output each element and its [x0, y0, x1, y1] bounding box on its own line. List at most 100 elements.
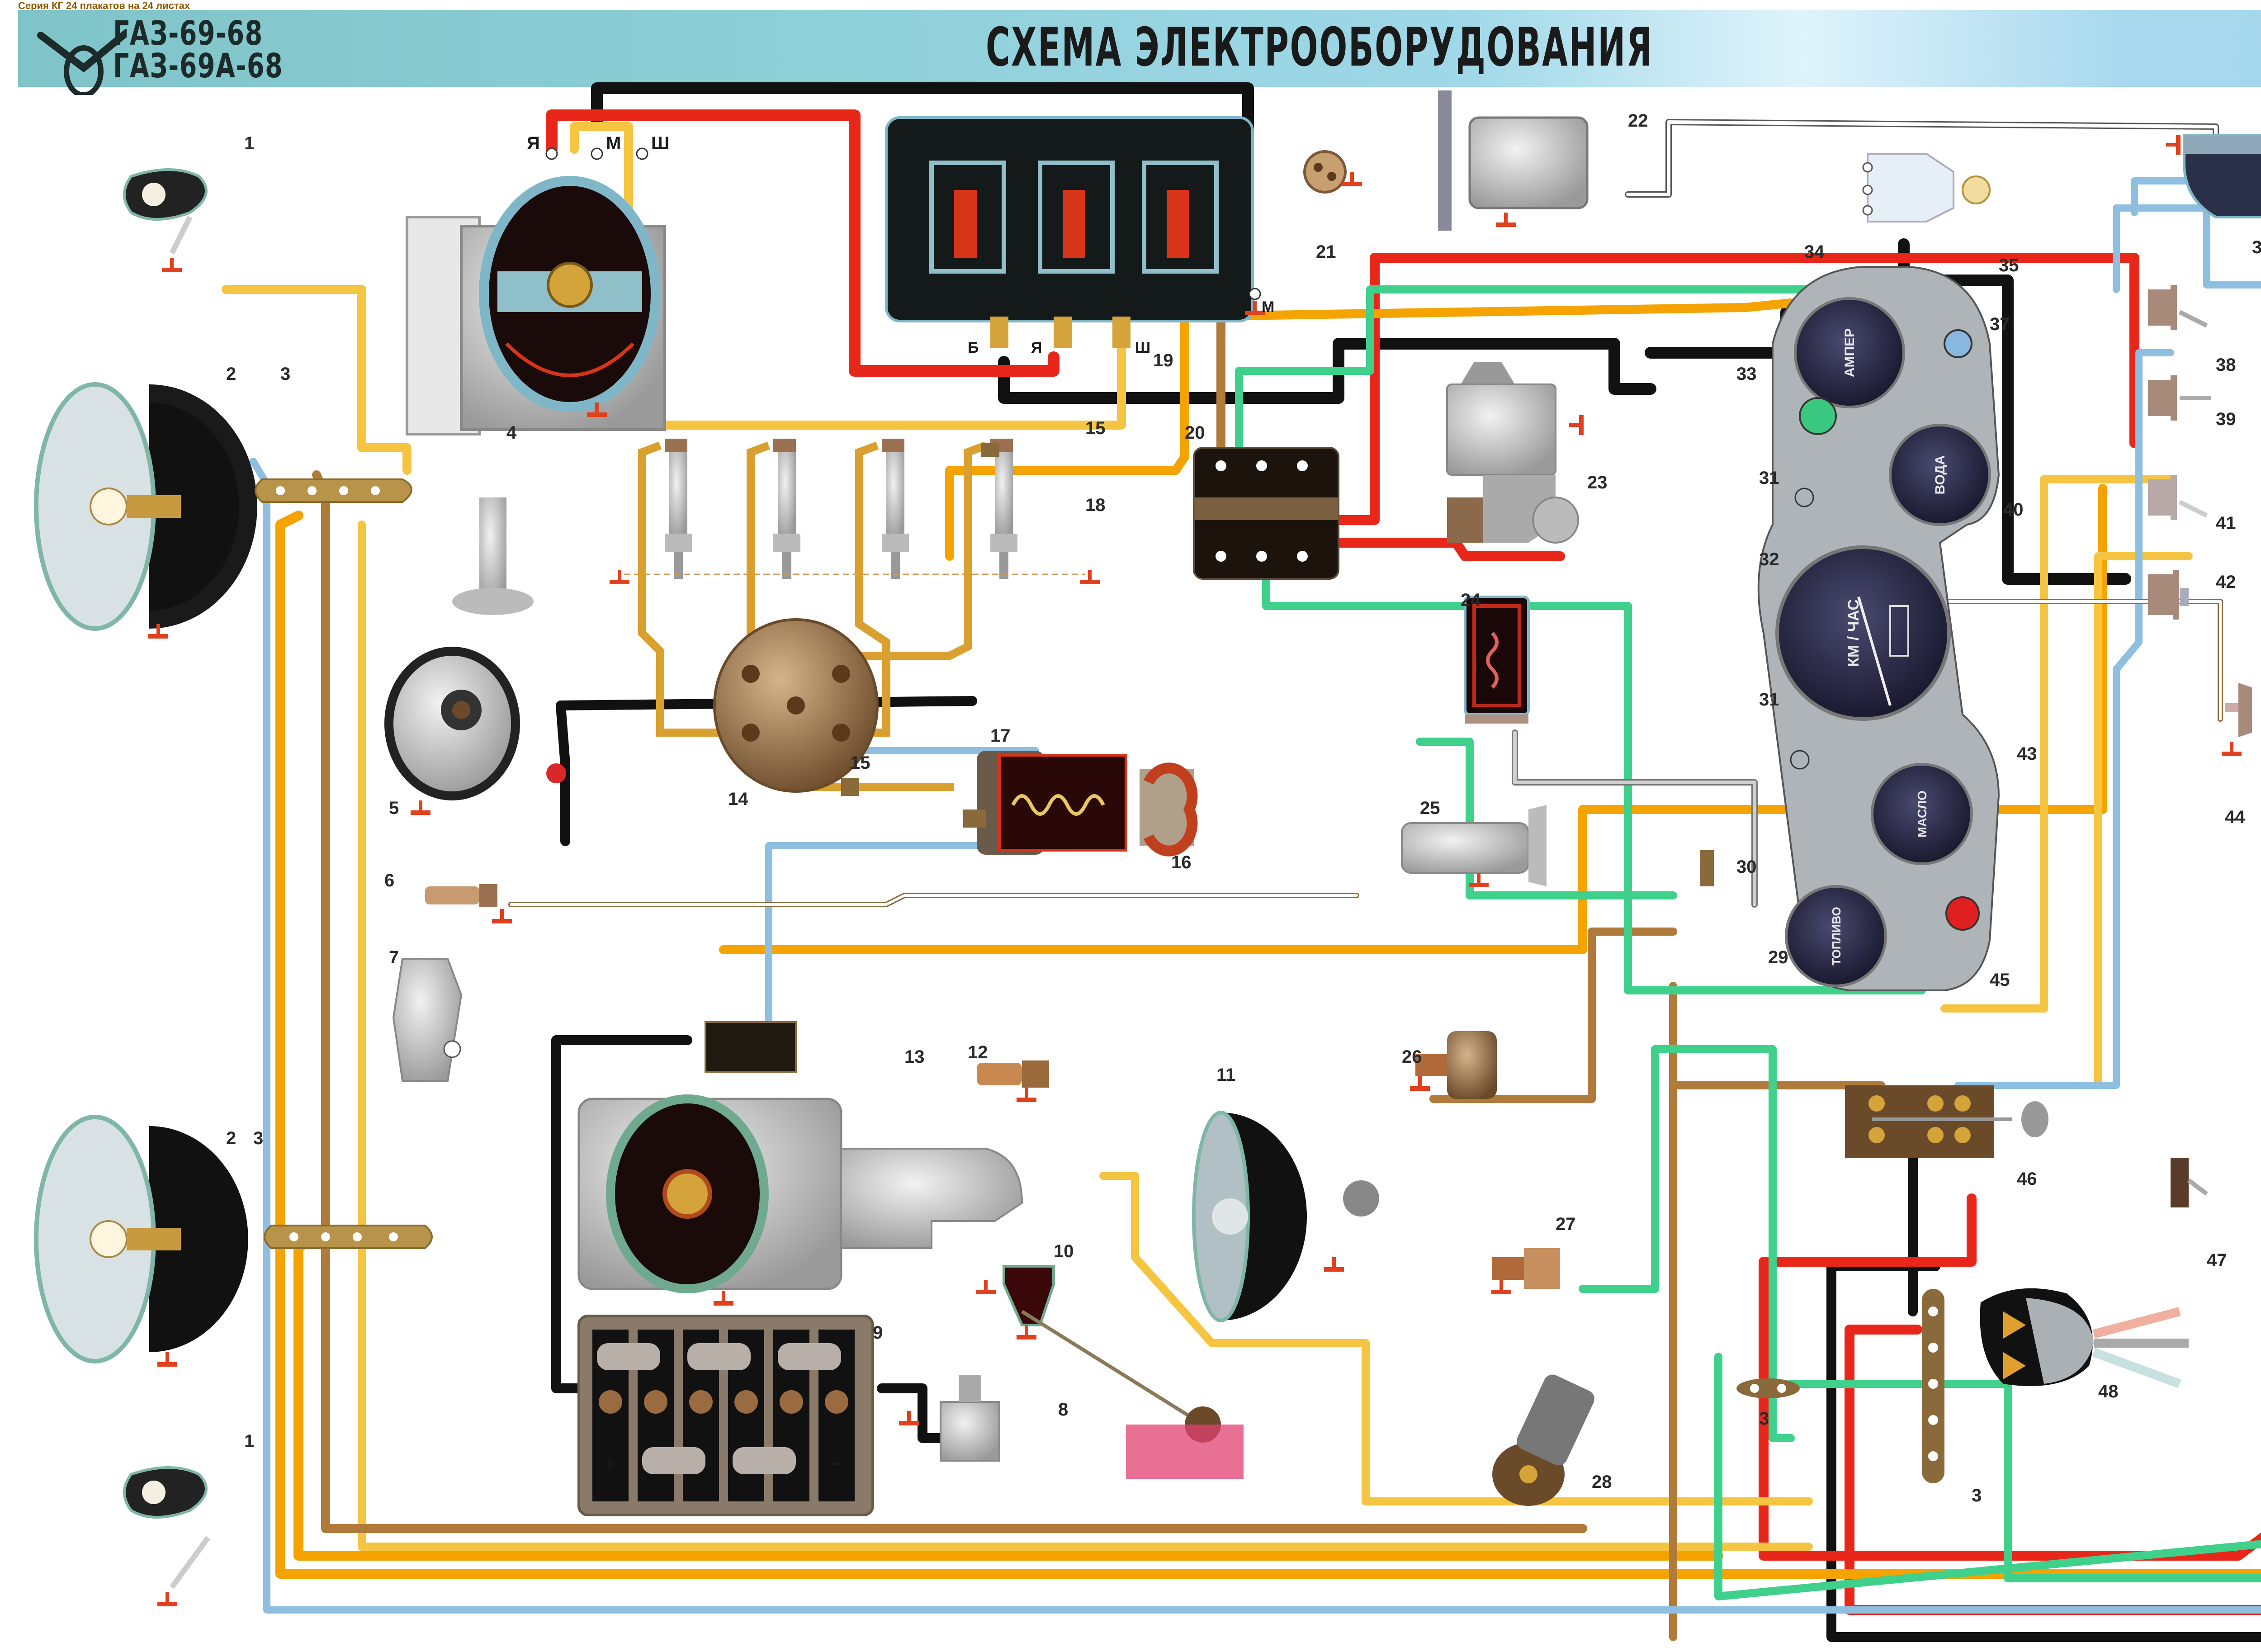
spark-plugs — [610, 439, 1100, 584]
spark-plug — [773, 452, 800, 579]
oil-pressure-gauge-label: МАСЛО — [1915, 790, 1929, 838]
wire-brown — [1429, 928, 1677, 1103]
wire-green — [1262, 557, 1926, 994]
wire-black — [998, 338, 1656, 404]
speedometer-label: КМ / ЧАС — [1845, 599, 1862, 667]
callout-number: 23 — [1587, 473, 1608, 492]
callout-number: 29 — [1768, 947, 1788, 967]
wire-green — [1235, 285, 1899, 470]
callout-number: 25 — [1420, 798, 1440, 818]
turn-signal-switch — [1980, 1288, 2189, 1388]
callout-number: 5 — [389, 798, 399, 818]
callout-number: 45 — [1990, 970, 2010, 990]
callout-number: 34 — [1804, 242, 1825, 262]
ignition-coil — [963, 751, 1127, 855]
wire-yellow — [358, 521, 1813, 1551]
terminal-label: Ш — [1135, 339, 1150, 356]
callout-number: 1 — [244, 133, 254, 153]
wire-yellow — [2094, 552, 2193, 1089]
wire-green — [1714, 1353, 2261, 1600]
wire-orange — [275, 511, 2261, 1579]
callout-number: 32 — [1759, 549, 1779, 569]
callout-number: 40 — [2003, 500, 2024, 520]
parking-light-top — [123, 168, 208, 272]
panel-light-switch — [2148, 475, 2208, 520]
callout-number: 41 — [2216, 513, 2236, 533]
temperature-gauge-label: ВОДА — [1933, 455, 1948, 495]
terminal-label: Ш — [651, 133, 669, 153]
callout-number: 46 — [2017, 1169, 2037, 1189]
wire-white — [510, 894, 1358, 906]
callouts: 1122333334567891011121314151516171819202… — [226, 111, 2261, 1505]
callout-number: 37 — [1990, 314, 2010, 334]
wire-red — [546, 109, 1060, 377]
callout-number: 27 — [1556, 1214, 1576, 1234]
engine-temp-sensor — [977, 1060, 1049, 1102]
fan-motor-switch — [2148, 375, 2211, 421]
central-light-switch — [1845, 1085, 2048, 1158]
callout-number: 38 — [2216, 355, 2236, 375]
wire-green — [1416, 738, 1677, 899]
callout-number: 31 — [1759, 468, 1779, 488]
callout-number: 28 — [1592, 1472, 1612, 1492]
header-band — [18, 10, 2261, 87]
callout-number: 14 — [728, 789, 748, 809]
wire-red — [1270, 253, 2139, 525]
extra-resistor — [1140, 762, 1198, 857]
wire-red — [1270, 538, 1565, 561]
wire-white — [1943, 600, 2222, 720]
callout-number: 8 — [1058, 1400, 1068, 1420]
spark-plug — [665, 452, 692, 579]
callout-number: 16 — [1171, 852, 1192, 872]
callout-number: 7 — [389, 947, 399, 967]
horn — [392, 958, 463, 1082]
connection-panel — [264, 1225, 433, 1249]
callout-number: 1 — [244, 1431, 254, 1451]
callout-number: 18 — [1085, 495, 1106, 515]
callout-number: 47 — [2207, 1250, 2227, 1270]
terminal-label: М — [1262, 298, 1274, 316]
callout-number: 3 — [1759, 1409, 1769, 1429]
wire-yellow — [1940, 475, 2175, 1013]
ground-switch — [899, 1375, 1000, 1462]
callout-number: 19 — [1153, 350, 1173, 370]
callout-number: 43 — [2017, 744, 2037, 764]
terminal-label: Б — [968, 339, 979, 356]
wire-blue — [250, 458, 2261, 1614]
callout-number: 4 — [506, 423, 517, 443]
callout-number: 3 — [280, 364, 290, 384]
wire-yellow — [1099, 1172, 1813, 1505]
callout-number: 31 — [1759, 690, 1779, 710]
model-line-1: ГАЗ-69-68 — [113, 14, 263, 53]
series-note: Серия КГ 24 плакатов на 24 листах — [18, 0, 190, 11]
wire-grey — [1512, 729, 1758, 908]
wiper-motor — [1446, 362, 1584, 544]
spotlight-switch — [2171, 1158, 2208, 1207]
callout-number: 2 — [226, 1128, 236, 1148]
horn-button — [2222, 683, 2252, 756]
terminal-label: Я — [1031, 339, 1042, 356]
spark-plug — [882, 452, 909, 579]
battery: + − — [577, 1315, 874, 1516]
callout-number: 3 — [1972, 1486, 1982, 1505]
callout-number: 3 — [253, 1128, 263, 1148]
instrument-cluster: АМПЕР ВОДА КМ / ЧАС МАСЛО ТОПЛИВО — [1757, 266, 2000, 991]
callout-number: 15 — [1085, 418, 1106, 438]
wire-brown — [312, 470, 1587, 1533]
generator: Я М Ш — [406, 133, 669, 435]
wire-green — [1787, 1380, 2261, 1582]
connection-panel — [1736, 1378, 1800, 1398]
battery-minus: − — [831, 1454, 842, 1474]
callout-number: 44 — [2225, 807, 2245, 827]
callout-number: 2 — [226, 364, 236, 384]
ammeter-label: АМПЕР — [1842, 328, 1857, 377]
portable-lamp-socket — [1303, 150, 1362, 194]
breaker — [384, 497, 566, 815]
callout-number: 6 — [384, 871, 394, 890]
terminal-label: М — [606, 133, 621, 153]
callout-number: 26 — [1402, 1047, 1422, 1067]
dome-light-switch — [2148, 285, 2208, 330]
callout-number: 42 — [2216, 572, 2236, 592]
wire-orange — [945, 452, 1189, 561]
connector-coupling — [1700, 850, 1714, 886]
